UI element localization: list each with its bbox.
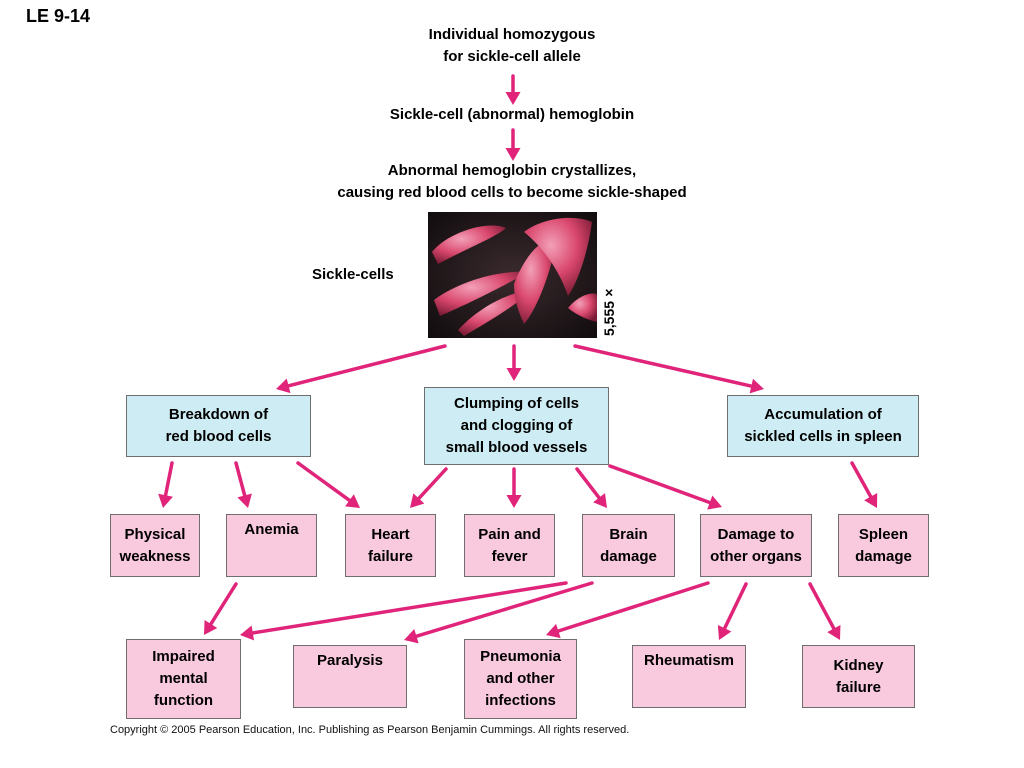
box-paralysis: Paralysis: [293, 645, 407, 708]
arrow-clumping-to-heart: [410, 467, 448, 508]
arrow-brain-to-paralysis: [404, 581, 594, 644]
box-anemia: Anemia: [226, 514, 317, 577]
arrow-organs-to-pneumonia: [546, 581, 710, 639]
arrow-organs-to-kidney: [808, 582, 841, 640]
sickle-cell-micrograph: [428, 212, 597, 338]
arrow-clumping-to-organs: [608, 464, 722, 510]
box-damage-other-organs: Damage to other organs: [700, 514, 812, 577]
arrow-photo-to-accumulation: [573, 344, 764, 394]
box-accumulation-spleen: Accumulation of sickled cells in spleen: [727, 395, 919, 457]
arrow-brain-to-impaired: [240, 581, 568, 641]
arrow-breakdown-to-weakness: [158, 461, 174, 508]
arrow-clumping-to-pain: [506, 467, 522, 508]
step-individual: Individual homozygous for sickle-cell al…: [428, 26, 596, 65]
arrow-hemoglobin-to-crystallizes: [505, 128, 521, 161]
arrow-accumulation-to-spleen: [850, 461, 878, 508]
box-impaired-mental-function: Impaired mental function: [126, 639, 241, 719]
box-clumping-of-cells: Clumping of cells and clogging of small …: [424, 387, 609, 465]
box-rheumatism: Rheumatism: [632, 645, 746, 708]
step-hemoglobin: Sickle-cell (abnormal) hemoglobin: [389, 106, 635, 123]
arrow-organs-to-rheumatism: [717, 582, 748, 640]
sickle-cell-image: [428, 212, 597, 338]
arrow-photo-to-clumping: [506, 344, 522, 381]
box-brain-damage: Brain damage: [582, 514, 675, 577]
box-kidney-failure: Kidney failure: [802, 645, 915, 708]
step-crystallizes: Abnormal hemoglobin crystallizes, causin…: [337, 162, 687, 201]
arrow-photo-to-breakdown: [276, 344, 447, 394]
arrow-anemia-to-impaired: [204, 582, 238, 635]
arrow-breakdown-to-anemia: [234, 461, 252, 508]
copyright-notice: Copyright © 2005 Pearson Education, Inc.…: [110, 724, 630, 736]
arrow-clumping-to-brain: [575, 467, 607, 508]
box-heart-failure: Heart failure: [345, 514, 436, 577]
box-breakdown-red-blood-cells: Breakdown of red blood cells: [126, 395, 311, 457]
slide-label: LE 9-14: [26, 6, 91, 26]
photo-label: Sickle-cells: [312, 266, 394, 283]
box-spleen-damage: Spleen damage: [838, 514, 929, 577]
box-pain-and-fever: Pain and fever: [464, 514, 555, 577]
box-pneumonia-infections: Pneumonia and other infections: [464, 639, 577, 719]
arrow-breakdown-to-heart: [296, 461, 360, 508]
box-physical-weakness: Physical weakness: [110, 514, 200, 577]
arrow-individual-to-hemoglobin: [505, 74, 521, 105]
